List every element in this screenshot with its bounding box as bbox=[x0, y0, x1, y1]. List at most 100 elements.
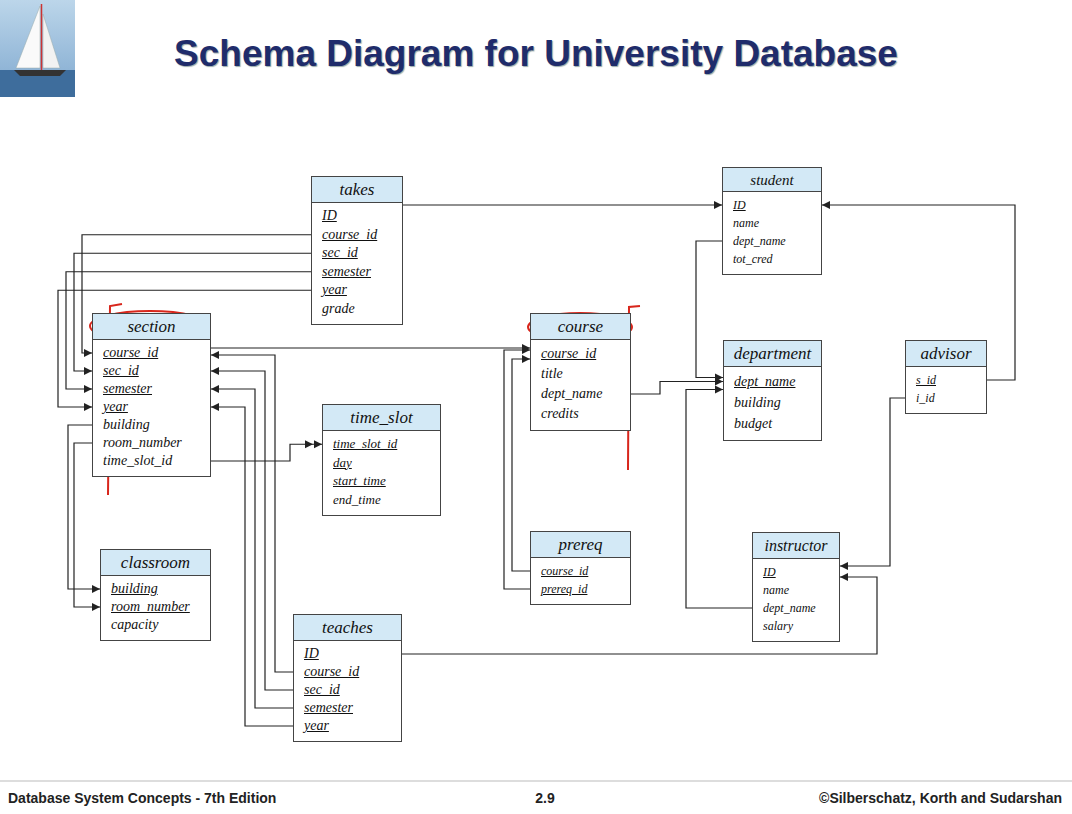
arrow-head bbox=[211, 351, 219, 359]
key-attribute: ID bbox=[304, 645, 397, 663]
foreign-key-arrow bbox=[211, 344, 530, 352]
foreign-key-arrow bbox=[840, 398, 905, 570]
key-attribute: course_id bbox=[541, 562, 626, 580]
key-attribute: prereq_id bbox=[541, 580, 626, 598]
key-attribute: s_id bbox=[916, 371, 982, 389]
arrow-head bbox=[715, 374, 723, 382]
table-name: section bbox=[93, 314, 210, 340]
arrow-head bbox=[211, 403, 219, 411]
sailboat-mast bbox=[41, 4, 43, 72]
key-attribute: course_id bbox=[304, 663, 397, 681]
arrow-head bbox=[84, 367, 92, 375]
attribute: time_slot_id bbox=[103, 452, 206, 470]
connector-line bbox=[403, 204, 722, 205]
key-attribute: room_number bbox=[111, 598, 206, 616]
connector-line bbox=[211, 444, 322, 461]
foreign-key-arrow bbox=[211, 351, 293, 672]
attribute-list: course_idprereq_id bbox=[531, 558, 630, 604]
key-attribute: sec_id bbox=[322, 244, 398, 263]
foreign-key-arrow bbox=[696, 241, 723, 382]
table-name: student bbox=[723, 168, 821, 192]
red-annotation-circle bbox=[90, 311, 210, 341]
arrow-head bbox=[305, 440, 313, 448]
foreign-key-arrow bbox=[504, 346, 530, 589]
key-attribute: start_time bbox=[333, 472, 436, 491]
foreign-key-arrow bbox=[403, 201, 722, 209]
table-name: classroom bbox=[101, 550, 210, 576]
attribute: room_number bbox=[103, 434, 206, 452]
arrow-head bbox=[522, 344, 530, 352]
arrow-head bbox=[522, 346, 530, 354]
foreign-key-arrow bbox=[211, 440, 322, 461]
key-attribute: semester bbox=[322, 263, 398, 282]
arrow-head bbox=[715, 386, 723, 394]
table-name: time_slot bbox=[323, 405, 440, 431]
attribute: budget bbox=[734, 413, 817, 434]
arrow-head bbox=[714, 201, 722, 209]
red-annotation-circle bbox=[528, 313, 632, 341]
connector-line bbox=[211, 407, 293, 726]
foreign-key-arrow bbox=[82, 235, 311, 357]
connector-line bbox=[631, 382, 723, 395]
key-attribute: ID bbox=[763, 563, 835, 581]
arrow-head bbox=[84, 403, 92, 411]
key-attribute: sec_id bbox=[103, 362, 206, 380]
attribute: building bbox=[734, 392, 817, 413]
attribute: name bbox=[733, 214, 817, 232]
attribute-list: course_idtitledept_namecredits bbox=[531, 340, 630, 430]
attribute: dept_name bbox=[763, 599, 835, 617]
footer-text: Database System Concepts - 7th Edition bbox=[8, 790, 276, 806]
table-box: advisors_idi_id bbox=[905, 340, 987, 414]
attribute: title bbox=[541, 364, 626, 384]
table-box: coursecourse_idtitledept_namecredits bbox=[530, 313, 631, 431]
key-attribute: year bbox=[322, 281, 398, 300]
arrow-head bbox=[715, 378, 723, 386]
arrow-head bbox=[840, 573, 848, 581]
attribute: grade bbox=[322, 300, 398, 319]
key-attribute: ID bbox=[733, 196, 817, 214]
attribute-list: IDcourse_idsec_idsemesteryeargrade bbox=[312, 203, 402, 324]
arrow-head bbox=[211, 385, 219, 393]
sailboat-sail bbox=[16, 6, 40, 68]
attribute: dept_name bbox=[733, 232, 817, 250]
table-name: prereq bbox=[531, 532, 630, 558]
table-name: teaches bbox=[294, 615, 401, 641]
attribute: dept_name bbox=[541, 384, 626, 404]
arrow-head bbox=[211, 367, 219, 375]
arrow-head bbox=[840, 562, 848, 570]
attribute-list: buildingroom_numbercapacity bbox=[101, 576, 210, 640]
table-name: takes bbox=[312, 177, 402, 203]
attribute: building bbox=[103, 416, 206, 434]
connector-line bbox=[840, 398, 905, 566]
table-box: studentIDnamedept_nametot_cred bbox=[722, 167, 822, 275]
attribute-list: time_slot_iddaystart_timeend_time bbox=[323, 431, 440, 515]
attribute-list: IDnamedept_nametot_cred bbox=[723, 192, 821, 274]
key-attribute: semester bbox=[103, 380, 206, 398]
table-box: teachesIDcourse_idsec_idsemesteryear bbox=[293, 614, 402, 742]
key-attribute: dept_name bbox=[734, 371, 817, 392]
table-box: sectioncourse_idsec_idsemesteryearbuildi… bbox=[92, 313, 211, 477]
attribute-list: s_idi_id bbox=[906, 367, 986, 413]
connector-line bbox=[211, 355, 293, 672]
table-name: instructor bbox=[753, 533, 839, 559]
attribute: tot_cred bbox=[733, 250, 817, 268]
arrow-head bbox=[84, 349, 92, 357]
table-box: prereqcourse_idprereq_id bbox=[530, 531, 631, 605]
key-attribute: year bbox=[103, 398, 206, 416]
key-attribute: course_id bbox=[541, 344, 626, 364]
arrow-head bbox=[314, 440, 322, 448]
attribute-list: course_idsec_idsemesteryearbuildingroom_… bbox=[93, 340, 210, 476]
foreign-key-arrow bbox=[631, 378, 723, 395]
slide-title: Schema Diagram for University Database bbox=[0, 33, 1072, 75]
footer-text: 2.9 bbox=[500, 790, 590, 806]
key-attribute: time_slot_id bbox=[333, 435, 436, 454]
table-box: departmentdept_namebuildingbudget bbox=[723, 340, 822, 441]
footer-text: ©Silberschatz, Korth and Sudarshan bbox=[819, 790, 1062, 806]
attribute-list: dept_namebuildingbudget bbox=[724, 367, 821, 440]
arrow-head bbox=[84, 385, 92, 393]
arrow-head bbox=[92, 585, 100, 593]
foreign-key-arrow bbox=[211, 403, 293, 726]
connector-line bbox=[696, 241, 723, 378]
attribute-list: IDnamedept_namesalary bbox=[753, 559, 839, 641]
